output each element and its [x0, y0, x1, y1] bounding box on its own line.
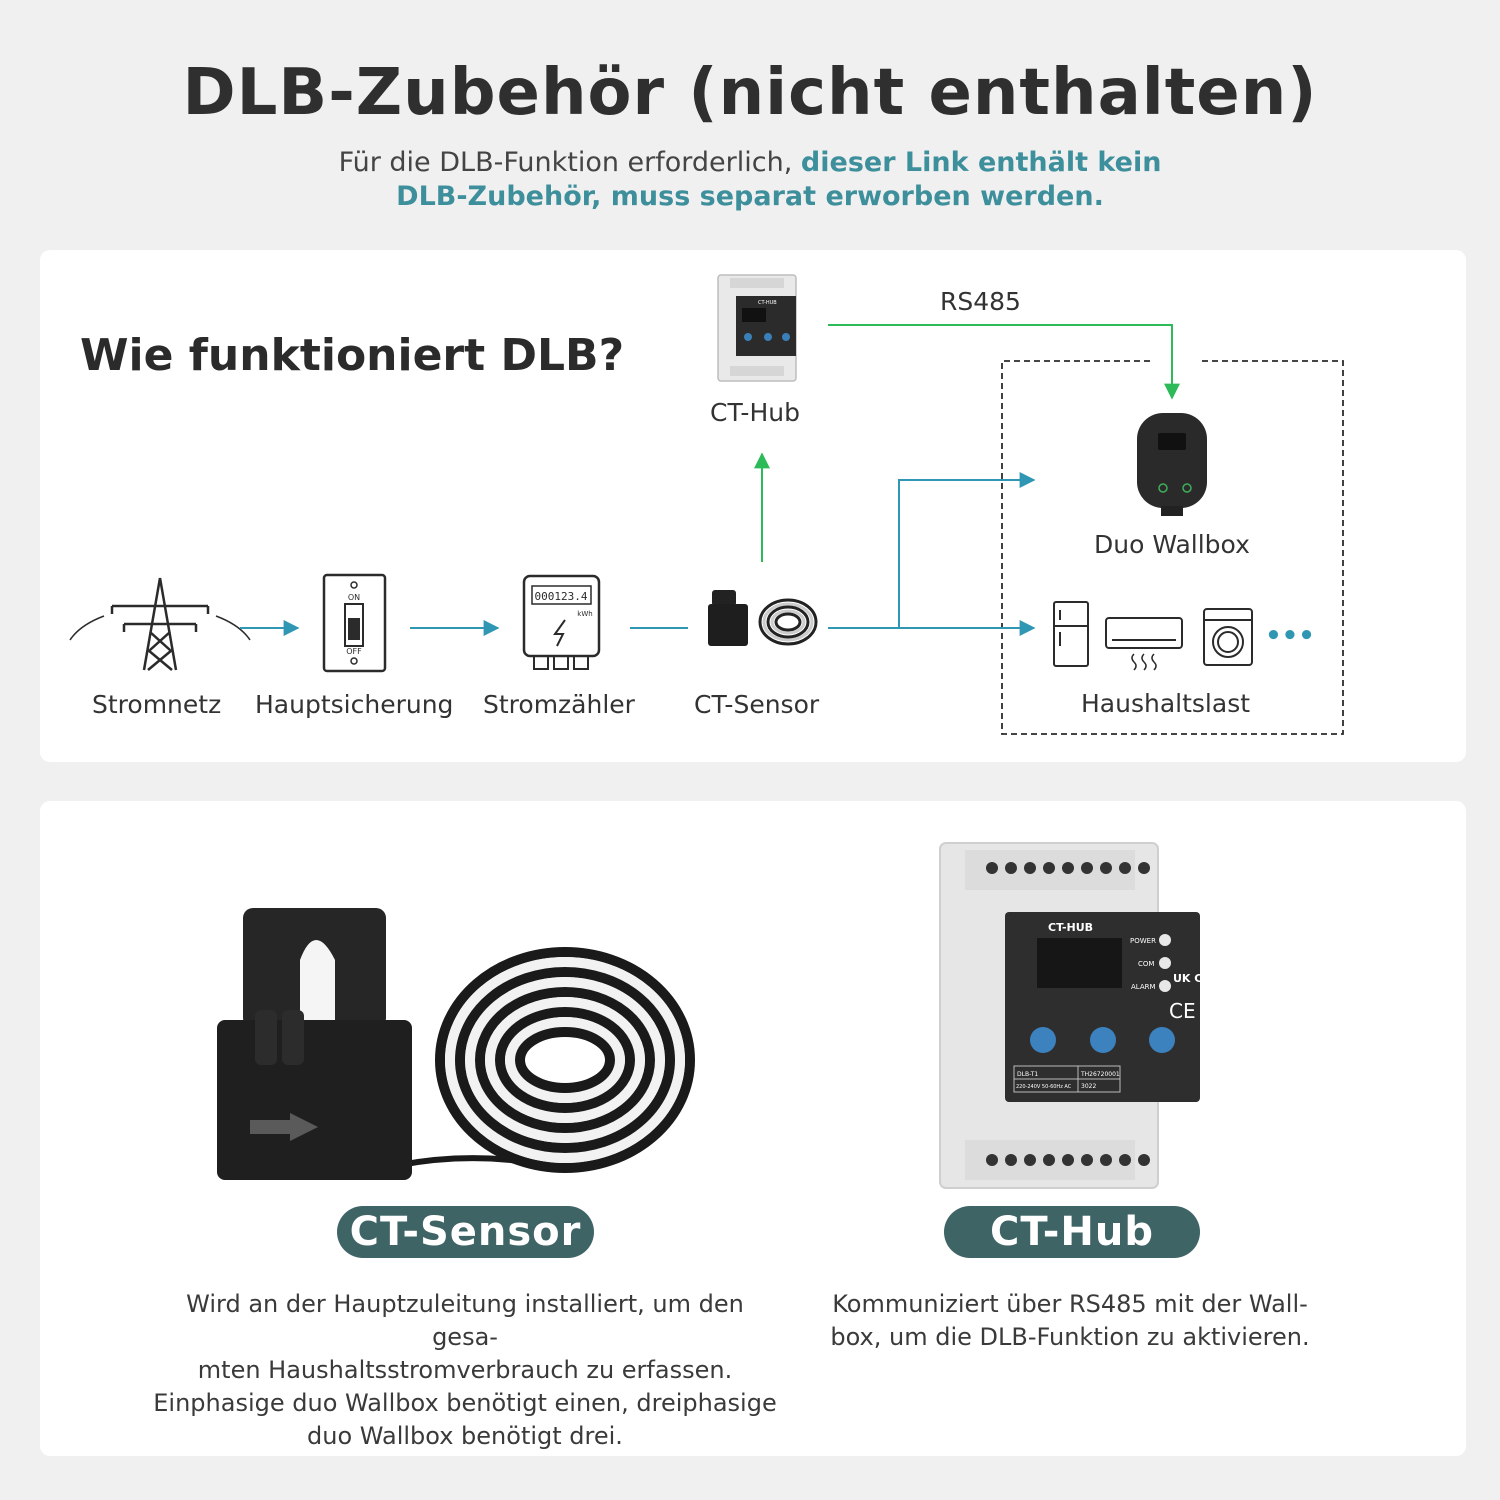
- hub-serial: TH26720001: [1080, 1071, 1120, 1078]
- more-loads-dots: •••: [1265, 621, 1315, 651]
- ct-hub-label: CT-Hub: [710, 398, 800, 427]
- section-title: Wie funktioniert DLB?: [80, 330, 625, 381]
- subtitle-accent-1: dieser Link enthält kein: [800, 147, 1162, 178]
- air-conditioner-icon: [1105, 617, 1183, 671]
- meter-reading-text: 000123.4: [535, 590, 588, 603]
- chain-label-main-fuse: Hauptsicherung: [255, 690, 454, 719]
- hub-led-power: POWER: [1130, 937, 1156, 945]
- ct-hub-title-pill: CT-Hub: [944, 1206, 1200, 1258]
- page-subtitle: Für die DLB-Funktion erforderlich, diese…: [0, 146, 1500, 214]
- page-title: DLB-Zubehör (nicht enthalten): [182, 56, 1318, 130]
- household-label: Haushaltslast: [1081, 689, 1251, 718]
- subtitle-plain: Für die DLB-Funktion erforderlich,: [338, 147, 793, 178]
- hub-ce-mark: CE: [1169, 999, 1196, 1023]
- ct-hub-description: Kommuniziert über RS485 mit der Wall- bo…: [800, 1288, 1340, 1354]
- main-switch-icon: ON OFF: [322, 573, 387, 673]
- sensor-desc-line-1: Wird an der Hauptzuleitung installiert, …: [186, 1290, 744, 1351]
- switch-off-text: OFF: [346, 647, 362, 656]
- sensor-desc-line-2: mten Haushaltsstromverbrauch zu erfassen…: [197, 1356, 733, 1384]
- arrow-hub-to-wallbox-rs485: [828, 324, 1180, 400]
- fridge-icon: [1053, 601, 1089, 667]
- hub-device-title: CT-HUB: [1048, 921, 1093, 934]
- sensor-desc-line-3: Einphasige duo Wallbox benötigt einen, d…: [153, 1389, 777, 1417]
- arrow-sensor-to-wallbox: [898, 472, 1036, 628]
- ct-hub-small-icon: CT-HUB: [717, 274, 797, 382]
- hub-rating: 220-240V 50-60Hz AC: [1016, 1084, 1072, 1090]
- sensor-desc-line-4: duo Wallbox benötigt drei.: [307, 1422, 623, 1450]
- ct-sensor-large-image: [217, 908, 695, 1180]
- hub-model: DLB-T1: [1017, 1071, 1038, 1078]
- ct-sensor-small-icon: [708, 590, 818, 646]
- hub-ukca-mark: UK CA: [1173, 972, 1211, 985]
- wallbox-label: Duo Wallbox: [1094, 530, 1250, 559]
- hub-led-alarm: ALARM: [1131, 983, 1156, 991]
- rs485-label: RS485: [940, 287, 1021, 316]
- power-tower-icon: [69, 577, 251, 671]
- ct-hub-large-image: CT-HUB POWER COM ALARM UK CA CE DLB-T1 T…: [939, 842, 1211, 1189]
- electricity-meter-icon: 000123.4 kWh: [522, 574, 601, 670]
- hub-led-com: COM: [1138, 960, 1154, 968]
- subtitle-accent-2: DLB-Zubehör, muss separat erworben werde…: [396, 181, 1104, 212]
- washing-machine-icon: [1203, 608, 1253, 666]
- home-boundary-dashed: [1001, 360, 1344, 735]
- hub-desc-line-1: Kommuniziert über RS485 mit der Wall-: [832, 1290, 1308, 1318]
- hub-desc-line-2: box, um die DLB-Funktion zu aktivieren.: [830, 1323, 1310, 1351]
- hub-small-label: CT-HUB: [758, 300, 777, 306]
- switch-on-text: ON: [348, 593, 360, 602]
- meter-unit-text: kWh: [577, 610, 592, 618]
- hub-year: 3022: [1081, 1083, 1096, 1090]
- ct-sensor-title-pill: CT-Sensor: [337, 1206, 594, 1258]
- chain-label-ct-sensor: CT-Sensor: [694, 690, 820, 719]
- ct-sensor-description: Wird an der Hauptzuleitung installiert, …: [150, 1288, 780, 1453]
- wallbox-icon: [1137, 413, 1207, 516]
- chain-label-grid: Stromnetz: [92, 690, 222, 719]
- chain-label-meter: Stromzähler: [483, 690, 635, 719]
